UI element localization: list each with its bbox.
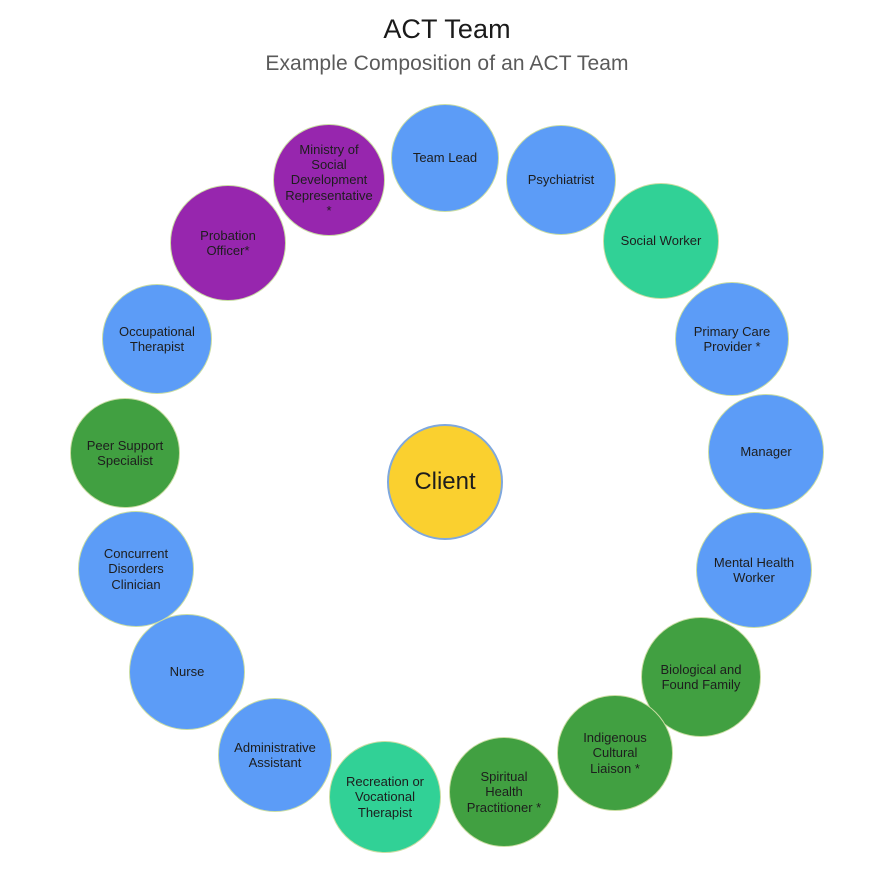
role-node-label: Nurse bbox=[169, 664, 205, 680]
role-node[interactable]: Psychiatrist bbox=[506, 125, 616, 235]
page-title: ACT Team bbox=[383, 14, 511, 44]
role-node[interactable]: Team Lead bbox=[391, 104, 499, 212]
role-node-label: Social Worker bbox=[620, 233, 702, 249]
role-node-label: Team Lead bbox=[412, 150, 478, 166]
page-subtitle: Example Composition of an ACT Team bbox=[265, 51, 629, 75]
role-node[interactable]: Manager bbox=[708, 394, 824, 510]
role-node[interactable]: Nurse bbox=[129, 614, 245, 730]
role-node-label: Psychiatrist bbox=[527, 172, 595, 188]
title-block: ACT Team Example Composition of an ACT T… bbox=[0, 14, 894, 77]
center-node-client[interactable]: Client bbox=[387, 424, 503, 540]
center-node-label: Client bbox=[414, 467, 476, 495]
role-node-label: Manager bbox=[740, 444, 792, 460]
role-node[interactable]: Social Worker bbox=[603, 183, 719, 299]
